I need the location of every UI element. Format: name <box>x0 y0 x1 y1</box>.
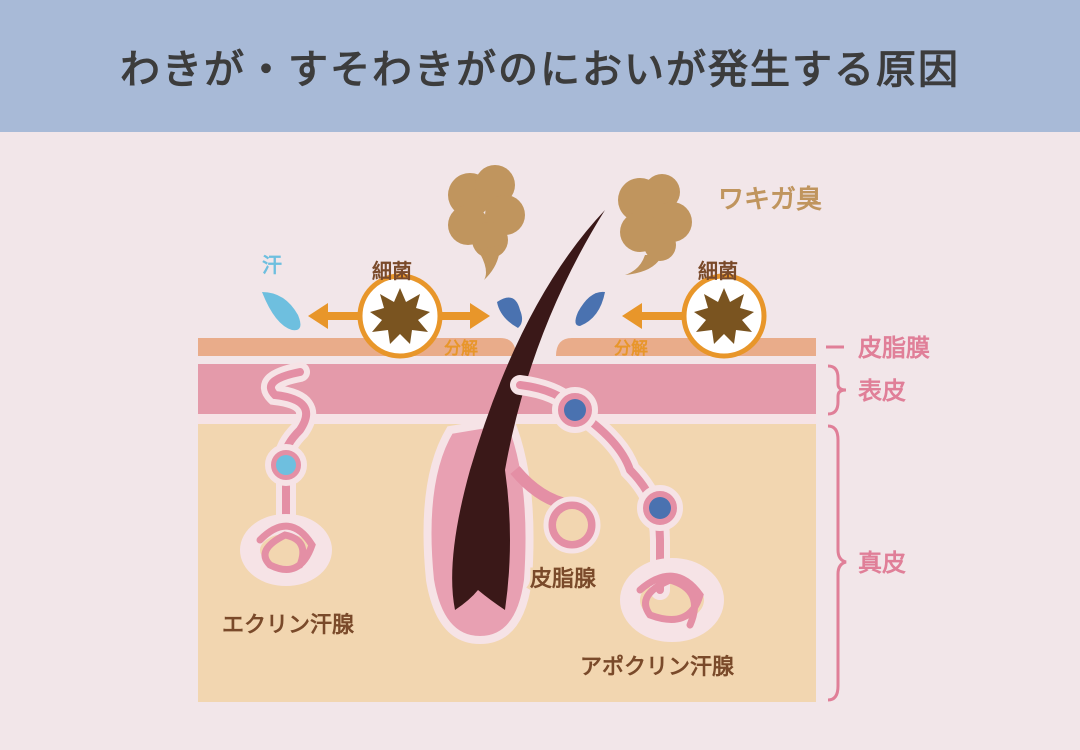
decompose-label: 分解 <box>614 338 648 359</box>
header: わきが・すそわきがのにおいが発生する原因 <box>0 0 1080 132</box>
apocrine-gland-label: アポクリン汗腺 <box>580 654 735 680</box>
dermis-bracket <box>827 424 847 702</box>
sebum-film-right <box>556 338 816 356</box>
sweat-drop-icon <box>575 291 605 326</box>
sebum-film-left <box>198 338 516 356</box>
epidermis-bracket <box>827 364 847 416</box>
bacteria-icon <box>357 273 443 359</box>
apocrine-gland <box>510 375 724 642</box>
skin-diagram: ワキガ臭 汗 細菌 細菌 分解 分解 皮脂膜 表皮 真皮 皮脂腺 エクリン汗腺 … <box>198 165 930 702</box>
bacteria-label: 細菌 <box>698 259 738 283</box>
sebum-film-label: 皮脂膜 <box>858 334 930 362</box>
odor-label: ワキガ臭 <box>718 185 822 215</box>
hair <box>452 210 605 610</box>
sweat-drop-icon <box>497 297 523 328</box>
dermis-label: 真皮 <box>858 549 906 577</box>
arrow-left-icon <box>308 303 360 329</box>
sweat-drop-icon <box>262 292 301 331</box>
odor-cloud-left <box>448 165 525 280</box>
bacteria-icon <box>681 273 767 359</box>
decompose-label: 分解 <box>444 338 478 359</box>
bacteria-label: 細菌 <box>372 259 412 283</box>
eccrine-gland <box>240 362 332 586</box>
sebaceous-gland-label: 皮脂腺 <box>530 566 597 592</box>
arrow-left-icon <box>622 303 685 329</box>
odor-cloud-right <box>618 174 692 275</box>
epidermis-label: 表皮 <box>858 377 906 405</box>
sweat-label: 汗 <box>262 253 282 277</box>
eccrine-gland-label: エクリン汗腺 <box>222 613 355 638</box>
sebaceous-gland <box>510 466 601 554</box>
arrow-right-icon <box>440 303 490 329</box>
page-title: わきが・すそわきがのにおいが発生する原因 <box>120 47 960 93</box>
